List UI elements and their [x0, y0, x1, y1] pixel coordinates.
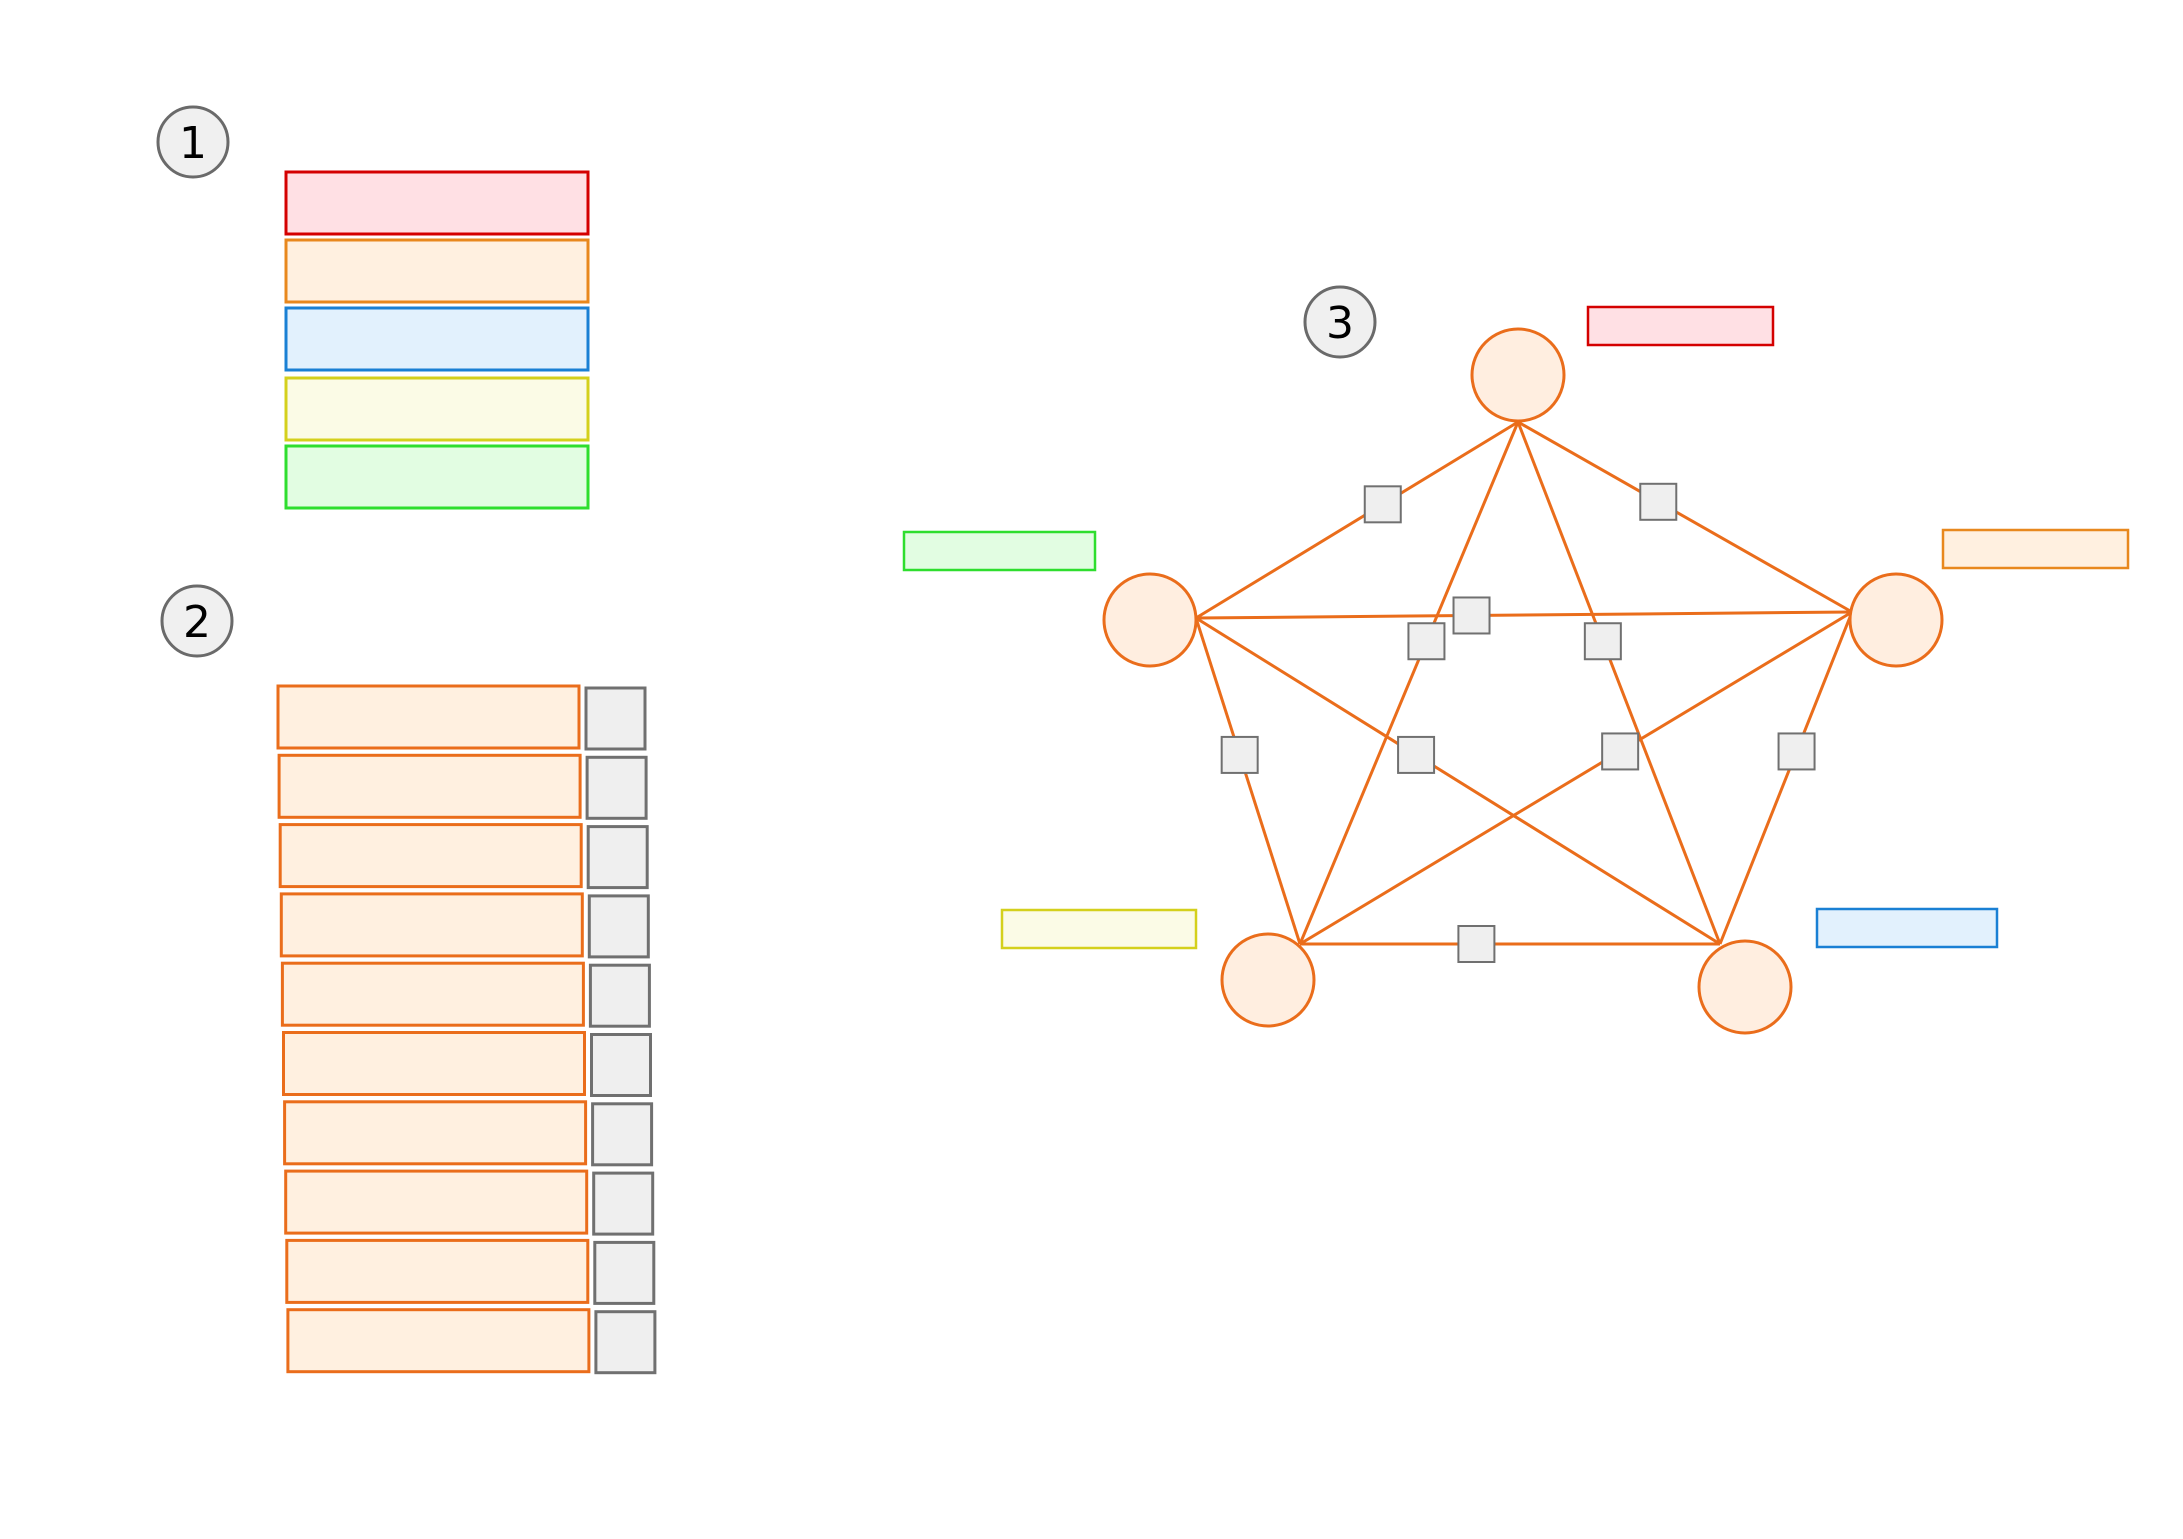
list-row: [277, 753, 582, 819]
list-row: [280, 961, 585, 1027]
edge-left-bottom-left: [1194, 617, 1302, 945]
list-row-bar: [276, 684, 581, 750]
edge-right-bottom-right: [1718, 611, 1854, 945]
section-marker-3: 3: [1303, 285, 1377, 359]
graph-nodes: [1102, 327, 1944, 1035]
edge-marker[interactable]: [1639, 482, 1678, 521]
list-row-bar: [284, 1169, 589, 1235]
list-row-checkbox[interactable]: [591, 1102, 654, 1167]
section-marker-3-label: 3: [1326, 298, 1354, 349]
list-row-bar: [286, 1308, 591, 1374]
legend-box-green: [284, 444, 590, 510]
edge-top-bottom-right: [1516, 421, 1722, 945]
list-row-bar: [277, 753, 582, 819]
edge-marker[interactable]: [1407, 622, 1446, 661]
list-row-bar: [282, 1031, 586, 1096]
section-marker-1-label: 1: [179, 118, 207, 169]
list-row: [283, 1100, 588, 1166]
edge-marker[interactable]: [1363, 485, 1402, 524]
list-row: [282, 1031, 586, 1096]
graph-edge-markers: [1220, 482, 1816, 963]
list-row-bar: [279, 892, 584, 958]
edge-marker[interactable]: [1777, 732, 1816, 771]
node-tag-top: [1586, 305, 1775, 347]
legend-box-yellow: [284, 376, 590, 442]
list-row-checkbox[interactable]: [592, 1171, 655, 1236]
graph-edges: [1194, 420, 1854, 946]
legend-box-orange: [284, 238, 590, 304]
node-tag-right: [1941, 528, 2130, 570]
graph-node-top[interactable]: [1470, 327, 1566, 423]
list-row-bar: [285, 1238, 590, 1304]
graph-node-right[interactable]: [1848, 572, 1944, 668]
list-row-checkbox[interactable]: [593, 1240, 656, 1305]
list-row-checkbox[interactable]: [594, 1310, 657, 1375]
edge-top-bottom-left: [1298, 421, 1520, 945]
node-tag-left: [902, 530, 1097, 572]
list-row: [278, 823, 583, 889]
node-tag-bottom-right: [1815, 907, 1999, 949]
legend-box-red: [284, 170, 590, 236]
row-list: [276, 684, 657, 1375]
edge-left-bottom-right: [1195, 616, 1721, 946]
section-marker-1: 1: [156, 105, 230, 179]
edge-marker[interactable]: [1457, 925, 1496, 963]
list-row-checkbox[interactable]: [585, 755, 648, 820]
edge-marker[interactable]: [1220, 735, 1259, 774]
section-marker-2: 2: [160, 584, 234, 658]
graph-node-bottom-right[interactable]: [1697, 939, 1793, 1035]
node-tag-bottom-left: [1000, 908, 1198, 950]
list-row-bar: [283, 1100, 588, 1166]
graph-node-bottom-left[interactable]: [1220, 932, 1316, 1028]
list-row-bar: [278, 823, 583, 889]
list-row-checkbox[interactable]: [590, 1033, 652, 1097]
edge-marker[interactable]: [1601, 732, 1640, 771]
edge-marker[interactable]: [1397, 735, 1436, 774]
edge-right-bottom-left: [1299, 610, 1853, 946]
graph-node-tags: [902, 305, 2130, 950]
list-row-checkbox[interactable]: [588, 963, 651, 1028]
list-row: [276, 684, 581, 750]
legend-box-blue: [284, 306, 590, 372]
list-row: [284, 1169, 589, 1235]
edge-marker[interactable]: [1583, 622, 1622, 661]
edge-marker[interactable]: [1452, 596, 1491, 635]
graph-node-left[interactable]: [1102, 572, 1198, 668]
list-row-checkbox[interactable]: [584, 686, 647, 751]
list-row: [285, 1238, 590, 1304]
color-legend: [284, 170, 590, 510]
list-row: [286, 1308, 591, 1374]
list-row-bar: [280, 961, 585, 1027]
list-row-checkbox[interactable]: [587, 894, 650, 959]
edge-left-right: [1195, 610, 1853, 620]
list-row-checkbox[interactable]: [586, 825, 649, 890]
list-row: [279, 892, 584, 958]
section-marker-2-label: 2: [183, 597, 211, 648]
edge-top-left: [1195, 420, 1519, 620]
edge-top-right: [1517, 420, 1853, 614]
